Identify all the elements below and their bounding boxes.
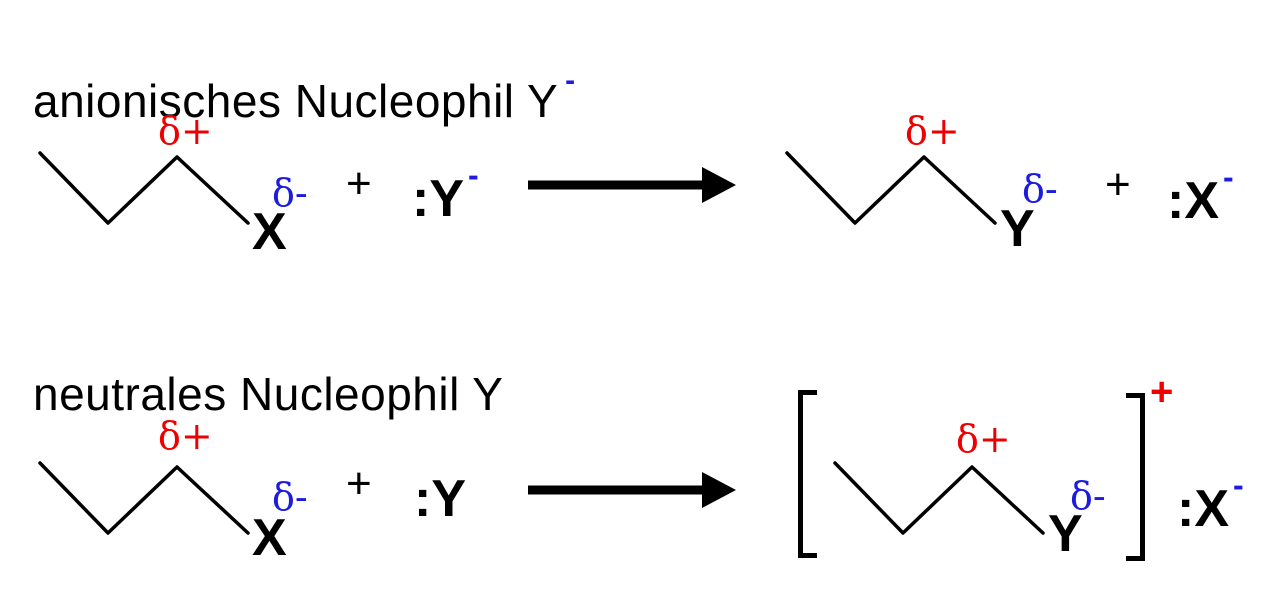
nucleophile-ion: :Y bbox=[414, 459, 470, 525]
arrow-head bbox=[702, 167, 736, 203]
delta-minus-label: δ- bbox=[1022, 167, 1058, 211]
leaving-group-ion: :X- bbox=[1167, 161, 1234, 227]
leaving-group-text: :X bbox=[1167, 172, 1219, 230]
molecule-skeleton-product bbox=[785, 151, 997, 225]
reaction-arrow bbox=[528, 167, 736, 203]
molecule-skeleton-reactant bbox=[38, 151, 250, 225]
heading-text: anionisches Nucleophil Y bbox=[33, 75, 559, 127]
section-heading: anionisches Nucleophil Y- bbox=[33, 64, 576, 127]
section-heading: neutrales Nucleophil Y bbox=[33, 359, 510, 417]
nucleophile-ion: :Y- bbox=[412, 159, 479, 225]
delta-plus-label: δ+ bbox=[158, 109, 213, 153]
substituted-atom-y: Y bbox=[1000, 200, 1035, 258]
delta-minus-label: δ- bbox=[272, 475, 308, 519]
delta-plus-label: δ+ bbox=[158, 414, 213, 458]
leaving-atom-x: X bbox=[252, 509, 287, 567]
leaving-group-ion: :X- bbox=[1177, 469, 1244, 535]
right-bracket bbox=[1126, 393, 1145, 561]
plus-sign: + bbox=[346, 459, 372, 508]
molecule-skeleton-reactant bbox=[38, 461, 250, 535]
leaving-atom-x: X bbox=[252, 203, 287, 261]
delta-minus-label: δ- bbox=[1070, 474, 1106, 518]
reaction-arrow bbox=[528, 472, 736, 508]
arrow-head bbox=[702, 472, 736, 508]
delta-plus-label: δ+ bbox=[956, 417, 1011, 461]
nucleophile-text: :Y bbox=[414, 470, 466, 528]
heading-charge-superscript: - bbox=[565, 64, 576, 97]
bracket-positive-charge: + bbox=[1150, 370, 1174, 414]
bond-chain bbox=[833, 461, 1045, 535]
bond-chain bbox=[785, 151, 997, 225]
bond-chain bbox=[38, 461, 250, 535]
molecule-skeleton-product bbox=[833, 461, 1045, 535]
delta-minus-label: δ- bbox=[272, 171, 308, 215]
nucleophile-text: :Y bbox=[412, 170, 464, 228]
leaving-group-text: :X bbox=[1177, 480, 1229, 538]
leaving-group-charge-superscript: - bbox=[1223, 159, 1234, 195]
substituted-atom-y: Y bbox=[1048, 505, 1083, 563]
nucleophile-charge-superscript: - bbox=[468, 157, 479, 193]
bond-chain bbox=[38, 151, 250, 225]
plus-sign: + bbox=[1105, 160, 1131, 209]
left-bracket bbox=[798, 390, 817, 558]
delta-plus-label: δ+ bbox=[905, 109, 960, 153]
leaving-group-charge-superscript: - bbox=[1233, 467, 1244, 503]
heading-text: neutrales Nucleophil Y bbox=[33, 368, 504, 420]
plus-sign: + bbox=[346, 159, 372, 208]
